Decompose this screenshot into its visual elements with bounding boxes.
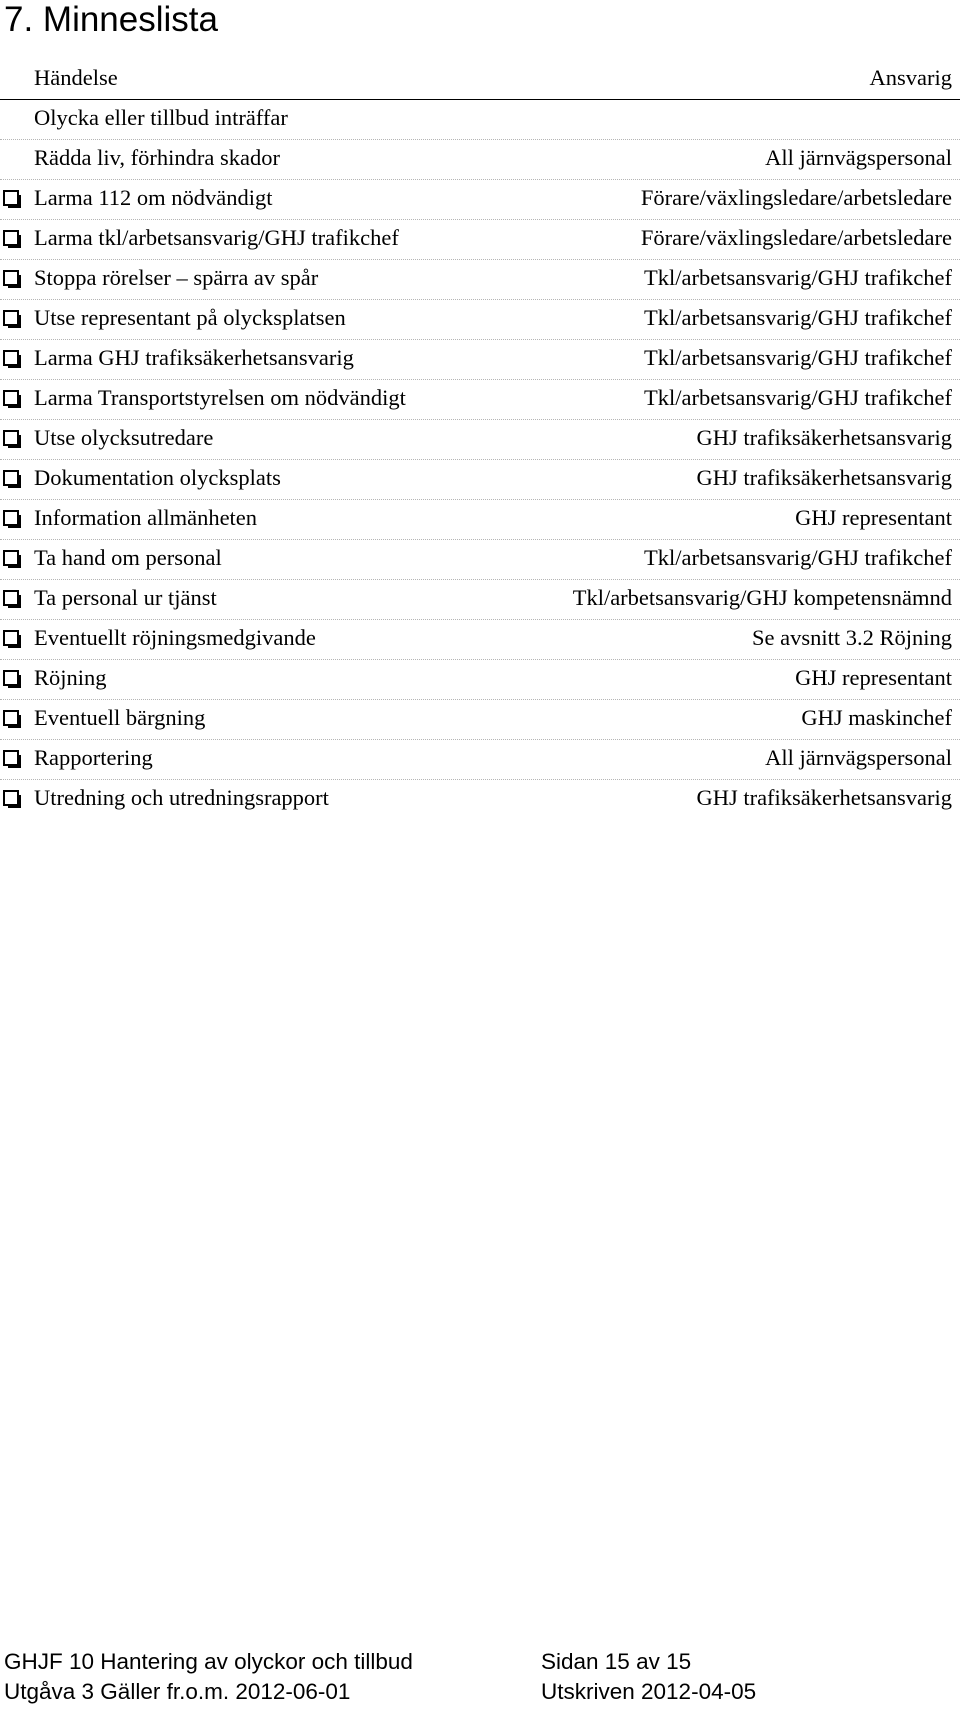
footer-edition: Utgåva 3 Gäller fr.o.m. 2012-06-01 (4, 1679, 351, 1704)
table-row: Röjning GHJ representant (0, 660, 960, 700)
table-row: Larma tkl/arbetsansvarig/GHJ trafikchef F… (0, 220, 960, 260)
row-responsible: Förare/växlingsledare/arbetsledare (640, 185, 952, 210)
row-responsible: Tkl/arbetsansvarig/GHJ trafikchef (643, 305, 952, 330)
checkbox-icon[interactable] (3, 710, 19, 726)
row-responsible: Tkl/arbetsansvarig/GHJ kompetensnämnd (572, 585, 952, 610)
row-event: Utredning och utredningsrapport (34, 785, 329, 810)
checkbox-icon[interactable] (3, 190, 19, 206)
row-responsible: GHJ trafiksäkerhetsansvarig (696, 465, 952, 490)
checkbox-icon[interactable] (3, 270, 19, 286)
row-event: Rädda liv, förhindra skador (34, 145, 280, 170)
table-row: Stoppa rörelser – spärra av spår Tkl/arbe… (0, 260, 960, 300)
header-event: Händelse (34, 65, 118, 90)
checkbox-icon[interactable] (3, 550, 19, 566)
row-responsible: All järnvägspersonal (765, 145, 952, 170)
row-event: Eventuellt röjningsmedgivande (34, 625, 316, 650)
checkbox-icon[interactable] (3, 230, 19, 246)
table-row: Information allmänheten GHJ representant (0, 500, 960, 540)
page-heading: 7. Minneslista (4, 0, 218, 39)
table-row: Dokumentation olycksplats GHJ trafiksäker… (0, 460, 960, 500)
row-responsible: Förare/växlingsledare/arbetsledare (640, 225, 952, 250)
footer-page-number: Sidan 15 av 15 (541, 1649, 692, 1674)
table-row: Larma GHJ trafiksäkerhetsansvarig Tkl/arb… (0, 340, 960, 380)
row-event: Dokumentation olycksplats (34, 465, 281, 490)
row-event: Information allmänheten (34, 505, 258, 530)
row-responsible: GHJ trafiksäkerhetsansvarig (696, 425, 952, 450)
checkbox-icon[interactable] (3, 310, 19, 326)
checkbox-icon[interactable] (3, 750, 19, 766)
checkbox-icon[interactable] (3, 630, 19, 646)
table-row: Larma 112 om nödvändigt Förare/växlingsle… (0, 180, 960, 220)
checkbox-icon[interactable] (3, 790, 19, 806)
row-event: Utse representant på olycksplatsen (34, 305, 346, 330)
row-event: Eventuell bärgning (34, 705, 206, 730)
table-row: Rädda liv, förhindra skador All järnvägsp… (0, 140, 960, 180)
checkbox-icon[interactable] (3, 470, 19, 486)
row-responsible: All järnvägspersonal (765, 745, 952, 770)
checkbox-icon[interactable] (3, 350, 19, 366)
table-row: Olycka eller tillbud inträffar (0, 100, 960, 140)
table-header: Händelse Ansvarig (0, 60, 960, 100)
table-row: Rapportering All järnvägspersonal (0, 740, 960, 780)
checkbox-icon[interactable] (3, 590, 19, 606)
row-responsible: Se avsnitt 3.2 Röjning (751, 625, 952, 650)
table-row: Utse olycksutredare GHJ trafiksäkerhetsan… (0, 420, 960, 460)
row-event: Utse olycksutredare (34, 425, 214, 450)
row-event: Larma Transportstyrelsen om nödvändigt (34, 385, 406, 410)
checkbox-icon[interactable] (3, 430, 19, 446)
table-row: Utse representant på olycksplatsen Tkl/ar… (0, 300, 960, 340)
table-row: Ta hand om personal Tkl/arbetsansvarig/GH… (0, 540, 960, 580)
row-event: Olycka eller tillbud inträffar (34, 105, 288, 130)
footer-printed-date: Utskriven 2012-04-05 (541, 1679, 757, 1704)
row-responsible: Tkl/arbetsansvarig/GHJ trafikchef (643, 265, 952, 290)
checkbox-icon[interactable] (3, 510, 19, 526)
row-responsible: Tkl/arbetsansvarig/GHJ trafikchef (643, 545, 952, 570)
row-responsible: GHJ representant (795, 505, 952, 530)
header-responsible: Ansvarig (869, 65, 953, 90)
row-event: Ta hand om personal (34, 545, 222, 570)
checkbox-icon[interactable] (3, 670, 19, 686)
table-row: Eventuell bärgning GHJ maskinchef (0, 700, 960, 740)
row-event: Ta personal ur tjänst (34, 585, 217, 610)
row-responsible: Tkl/arbetsansvarig/GHJ trafikchef (643, 385, 952, 410)
row-responsible: Tkl/arbetsansvarig/GHJ trafikchef (643, 345, 952, 370)
row-event: Larma 112 om nödvändigt (34, 185, 273, 210)
table-row: Utredning och utredningsrapport GHJ trafi… (0, 780, 960, 819)
row-event: Röjning (34, 665, 107, 690)
checkbox-icon[interactable] (3, 390, 19, 406)
footer-document-title: GHJF 10 Hantering av olyckor och tillbud (4, 1649, 413, 1674)
table-row: Eventuellt röjningsmedgivande Se avsnitt … (0, 620, 960, 660)
row-event: Larma GHJ trafiksäkerhetsansvarig (34, 345, 354, 370)
row-event: Stoppa rörelser – spärra av spår (34, 265, 319, 290)
row-responsible: GHJ representant (795, 665, 952, 690)
row-event: Larma tkl/arbetsansvarig/GHJ trafikchef (34, 225, 399, 250)
checklist-table: Händelse Ansvarig Olycka eller tillbud i… (0, 60, 960, 819)
row-event: Rapportering (34, 745, 153, 770)
row-responsible: GHJ maskinchef (801, 705, 952, 730)
table-row: Ta personal ur tjänst Tkl/arbetsansvarig/… (0, 580, 960, 620)
table-row: Larma Transportstyrelsen om nödvändigt Tk… (0, 380, 960, 420)
row-responsible: GHJ trafiksäkerhetsansvarig (696, 785, 952, 810)
